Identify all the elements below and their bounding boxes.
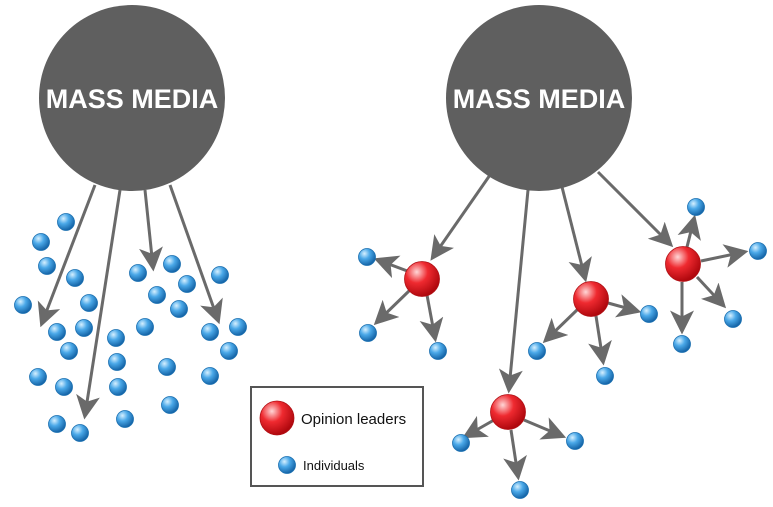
individual-node — [75, 319, 93, 337]
media-arrow — [430, 174, 492, 261]
individual-node — [511, 481, 529, 499]
media-arrow — [139, 189, 163, 272]
leader-arrow — [607, 294, 642, 318]
individual-legend-icon — [278, 456, 296, 474]
media-arrow — [76, 189, 122, 420]
leader-arrow — [677, 214, 701, 248]
individual-node — [211, 266, 229, 284]
individual-node — [170, 300, 188, 318]
individual-node — [687, 198, 705, 216]
opinion-leader-node — [404, 261, 440, 297]
direct-model-panel: MASS MEDIA — [14, 5, 247, 442]
individual-node — [429, 342, 447, 360]
individual-node — [116, 410, 134, 428]
leader-arrow — [373, 288, 412, 326]
individual-node — [108, 353, 126, 371]
individual-node — [32, 233, 50, 251]
opinion-leader-node — [665, 246, 701, 282]
media-arrow — [596, 170, 674, 248]
mass-media-hub: MASS MEDIA — [39, 5, 225, 191]
individual-node — [55, 378, 73, 396]
media-arrow — [498, 189, 530, 394]
legend: Opinion leaders Individuals — [250, 386, 424, 487]
individual-node — [66, 269, 84, 287]
leader-arrow — [542, 307, 580, 344]
opinion-leader-legend-icon — [259, 400, 295, 436]
individual-node — [201, 323, 219, 341]
individual-node — [528, 342, 546, 360]
leader-arrow — [695, 275, 727, 309]
individual-node — [749, 242, 767, 260]
individuals-connected — [358, 198, 767, 499]
hub-label: MASS MEDIA — [46, 84, 219, 114]
mass-media-hub: MASS MEDIA — [446, 5, 632, 191]
leader-arrow — [503, 429, 527, 481]
opinion-leaders — [404, 246, 701, 430]
individual-node — [71, 424, 89, 442]
media-to-leader-arrows — [430, 170, 674, 394]
individual-node — [566, 432, 584, 450]
individual-node — [640, 305, 658, 323]
individual-node — [136, 318, 154, 336]
hub-label: MASS MEDIA — [453, 84, 626, 114]
individual-node — [673, 335, 691, 353]
individual-node — [229, 318, 247, 336]
opinion-leader-node — [573, 281, 609, 317]
individual-node — [201, 367, 219, 385]
individual-node — [60, 342, 78, 360]
individual-node — [38, 257, 56, 275]
individuals-scattered — [14, 213, 247, 442]
individual-node — [109, 378, 127, 396]
two-step-model-panel: MASS MEDIA — [358, 5, 767, 499]
direct-arrows — [37, 184, 223, 420]
individual-node — [129, 264, 147, 282]
leader-arrow — [523, 417, 567, 440]
individual-node — [29, 368, 47, 386]
media-arrow — [168, 184, 223, 325]
individual-node — [48, 415, 66, 433]
individual-node — [148, 286, 166, 304]
individual-node — [107, 329, 125, 347]
leader-arrow — [373, 255, 411, 279]
leader-arrow — [700, 244, 749, 268]
leader-arrow — [462, 415, 495, 439]
leader-arrow — [588, 315, 612, 366]
individual-node — [178, 275, 196, 293]
opinion-leader-node — [490, 394, 526, 430]
individual-node — [48, 323, 66, 341]
individual-node — [57, 213, 75, 231]
individual-node — [158, 358, 176, 376]
individual-node — [80, 294, 98, 312]
individual-node — [358, 248, 376, 266]
individual-node — [220, 342, 238, 360]
media-arrow — [560, 186, 592, 283]
media-arrow — [37, 184, 97, 328]
individual-node — [724, 310, 742, 328]
legend-individuals-label: Individuals — [303, 458, 365, 473]
individual-node — [14, 296, 32, 314]
legend-opinion-leaders-label: Opinion leaders — [301, 411, 406, 428]
individual-node — [596, 367, 614, 385]
individual-node — [161, 396, 179, 414]
individual-node — [359, 324, 377, 342]
individual-node — [452, 434, 470, 452]
individual-node — [163, 255, 181, 273]
leader-to-individual-arrows — [373, 214, 749, 481]
leader-arrow — [419, 294, 444, 343]
